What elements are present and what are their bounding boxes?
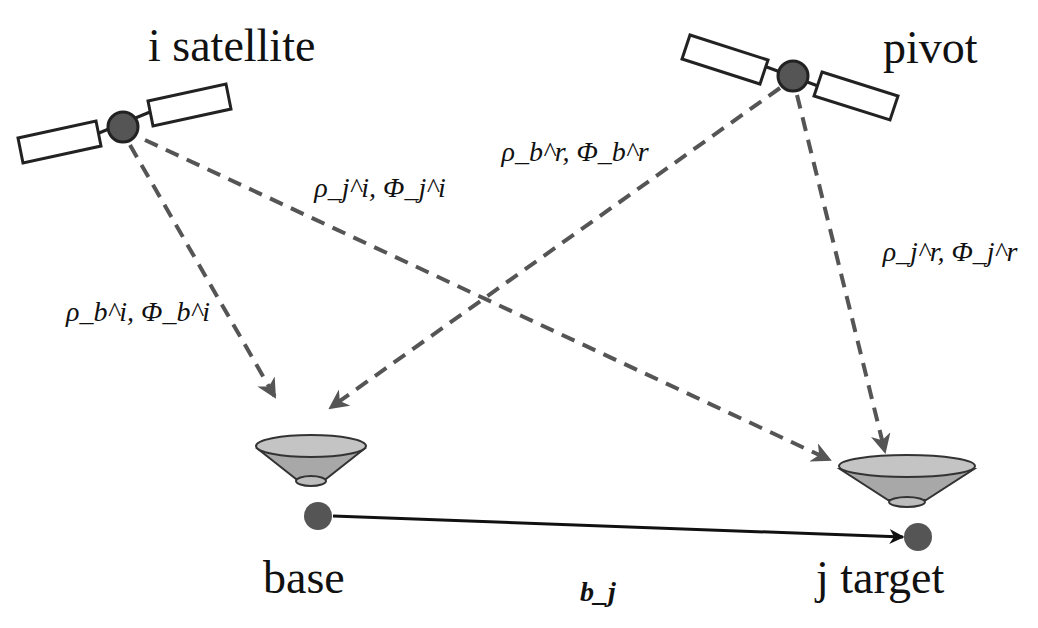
antenna-dish <box>839 455 975 477</box>
solar-panel <box>682 35 768 84</box>
observation-label: ρ_b^i, Φ_b^i <box>63 296 213 329</box>
receiver-node: j target <box>770 400 1032 622</box>
satellite-symbol <box>682 35 898 120</box>
antenna-foot <box>296 476 326 486</box>
vector-label: b_j <box>577 576 619 609</box>
observation-label: ρ_b^r, Φ_b^r <box>498 136 651 169</box>
satellite-body <box>108 112 138 142</box>
signal-ray <box>130 145 275 397</box>
satellite-symbol <box>18 84 231 163</box>
node-label: i satellite <box>148 23 315 69</box>
satellite-node: i satellite <box>10 15 430 175</box>
signal-ray <box>330 88 780 408</box>
signal-ray <box>797 95 885 452</box>
antenna-dish <box>256 435 366 457</box>
receiver-point <box>904 523 932 551</box>
observation-label: ρ_j^r, Φ_j^r <box>880 236 1021 269</box>
receiver-point <box>304 502 332 530</box>
solar-panel <box>148 84 231 126</box>
receiver-node: base <box>235 395 395 620</box>
signal-ray <box>145 140 830 460</box>
antenna-foot <box>889 497 925 507</box>
node-label: base <box>263 555 345 601</box>
node-label: j target <box>816 555 944 601</box>
solar-panel <box>814 72 898 120</box>
observation-label: ρ_j^i, Φ_j^i <box>311 172 449 205</box>
baseline-vector <box>333 516 903 537</box>
node-label: pivot <box>883 25 978 71</box>
solar-panel <box>18 121 101 163</box>
satellite-node: pivot <box>680 15 1030 125</box>
satellite-body <box>778 61 808 91</box>
